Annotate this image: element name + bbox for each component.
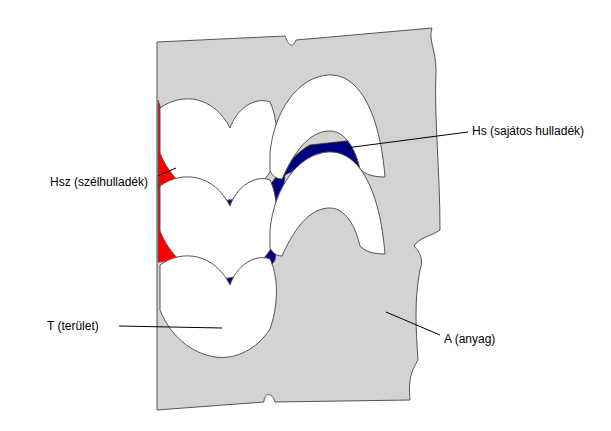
leader-lines	[119, 132, 468, 335]
part-label: A (anyag)	[444, 332, 495, 346]
part-label: T (terület)	[47, 319, 99, 333]
material-sheet	[157, 28, 440, 410]
cut-shapes	[160, 75, 385, 358]
part-label: Hsz (szélhulladék)	[50, 175, 148, 189]
part-label: Hs (sajátos hulladék)	[472, 124, 584, 138]
